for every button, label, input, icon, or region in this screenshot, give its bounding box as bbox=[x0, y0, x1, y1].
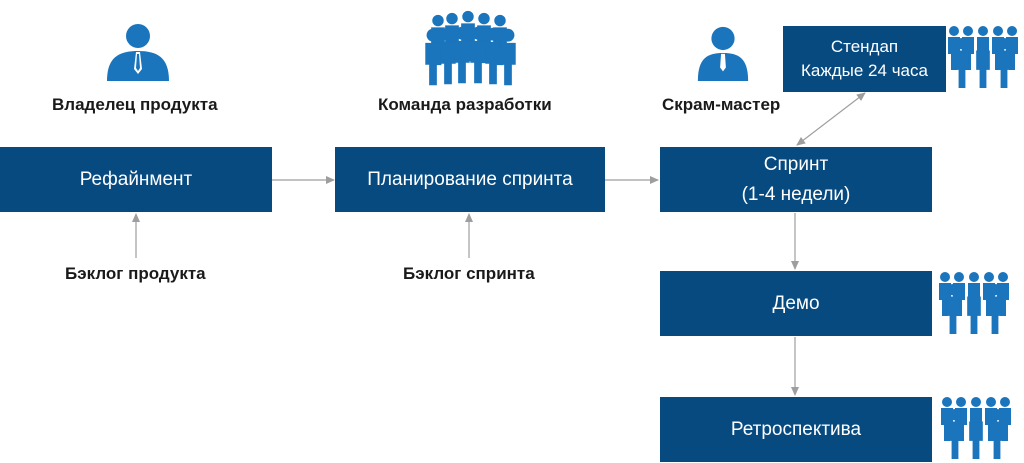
sprint-planning-label: Планирование спринта bbox=[367, 168, 573, 190]
demo-box: Демо bbox=[660, 271, 932, 336]
sprint-backlog-label: Бэклог спринта bbox=[403, 264, 535, 283]
crowd-icon bbox=[425, 10, 516, 86]
refinement-label: Рефайнмент bbox=[79, 168, 193, 190]
sprint-title: Спринт bbox=[763, 153, 829, 175]
standup-box: Стендап Каждые 24 часа bbox=[783, 26, 946, 92]
role-label-owner: Владелец продукта bbox=[52, 95, 218, 114]
standup-frequency: Каждые 24 часа bbox=[801, 61, 928, 80]
people-row-icon-standup bbox=[948, 26, 1018, 88]
retrospective-box: Ретроспектива bbox=[660, 397, 932, 462]
person-icon bbox=[694, 20, 752, 84]
people-row-icon-retro bbox=[941, 397, 1011, 459]
product-backlog-label: Бэклог продукта bbox=[65, 264, 206, 283]
person-tie-icon bbox=[103, 16, 173, 86]
arrow-sprint-standup bbox=[796, 92, 866, 146]
role-label-scrum-master: Скрам-мастер bbox=[662, 95, 781, 114]
standup-title: Стендап bbox=[830, 37, 899, 56]
people-row-icon-demo bbox=[939, 272, 1009, 334]
demo-label: Демо bbox=[772, 292, 820, 314]
sprint-duration: (1-4 недели) bbox=[741, 183, 851, 205]
retrospective-label: Ретроспектива bbox=[730, 418, 862, 440]
refinement-box: Рефайнмент bbox=[0, 147, 272, 212]
sprint-planning-box: Планирование спринта bbox=[335, 147, 605, 212]
sprint-box: Спринт (1-4 недели) bbox=[660, 147, 932, 212]
role-label-team: Команда разработки bbox=[378, 95, 552, 114]
